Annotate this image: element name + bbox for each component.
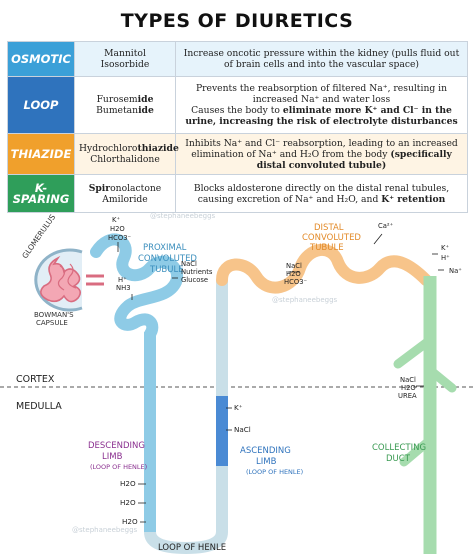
drug-cell: Spironolactone Amiloride: [74, 174, 176, 213]
cd-ion: Na⁺: [449, 267, 462, 275]
drug-cell: Hydrochlorothiazide Chlorthalidone: [74, 133, 179, 175]
effect-cell: Increase oncotic pressure within the kid…: [175, 41, 468, 77]
pct-reabsorption: NaCl: [181, 260, 197, 268]
ascending-title: ASCENDING: [240, 446, 291, 456]
distal-title: TUBULE: [309, 243, 344, 253]
dct-reabsorption: H2O: [286, 270, 301, 278]
calcium-label: Ca²⁺: [378, 222, 394, 230]
drug-cell: Furosemide Bumetanide: [74, 76, 176, 134]
diuretics-table: OSMOTIC Mannitol Isosorbide Increase onc…: [7, 41, 468, 213]
page-title: TYPES OF DIURETICS: [120, 10, 354, 32]
drug-name: Hydrochlorothiazide: [79, 143, 179, 154]
pct-reabsorption: Nutrients: [181, 268, 213, 276]
descending-title: LIMB: [102, 452, 123, 462]
bowman-label: BOWMAN'S: [34, 311, 74, 319]
proximal-tubule: [90, 233, 183, 340]
dct-reabsorption: NaCl: [286, 262, 302, 270]
proximal-title: TUBULE: [149, 265, 184, 275]
watermark: @stephaneebeggs: [272, 296, 338, 304]
drug-name: Isosorbide: [100, 59, 150, 70]
pct-secretion: H2O: [110, 225, 125, 233]
bowmans-capsule: [34, 248, 104, 312]
collecting-title: DUCT: [386, 454, 411, 464]
desc-water: H2O: [122, 517, 138, 526]
table-row: OSMOTIC Mannitol Isosorbide Increase onc…: [7, 41, 468, 77]
table-row: K-SPARING Spironolactone Amiloride Block…: [7, 174, 468, 213]
proximal-title: CONVOLUTED: [138, 254, 197, 264]
cd-ion: K⁺: [441, 244, 449, 252]
pct-secretion: H⁺: [118, 276, 127, 284]
row-label-loop: LOOP: [7, 76, 75, 134]
descending-subtitle: (LOOP OF HENLE): [90, 463, 147, 471]
effect-text: Increase oncotic pressure within the kid…: [183, 48, 460, 70]
drug-name: Mannitol: [104, 48, 146, 59]
collecting-title: COLLECTING: [372, 443, 426, 453]
row-label-k-sparing: K-SPARING: [7, 174, 75, 213]
row-label-osmotic: OSMOTIC: [7, 41, 75, 77]
ascending-title: LIMB: [256, 457, 277, 467]
dct-reabsorption: HCO3⁻: [284, 278, 308, 286]
nephron-diagram: CORTEX MEDULLA GLOMERULUS BOWMAN'S CAPSU…: [0, 212, 474, 555]
cd-reabsorption: NaCl: [400, 376, 416, 384]
drug-cell: Mannitol Isosorbide: [74, 41, 176, 77]
cd-reabsorption: UREA: [398, 392, 417, 400]
medulla-label: MEDULLA: [16, 401, 62, 412]
cortex-label: CORTEX: [16, 374, 55, 385]
pct-secretion: NH3: [116, 284, 131, 292]
descending-limb: [144, 332, 228, 555]
effect-cell: Blocks aldosterone directly on the dista…: [175, 174, 468, 213]
distal-title: DISTAL: [314, 223, 344, 233]
asc-reabsorption: NaCl: [234, 425, 251, 434]
desc-water: H2O: [120, 479, 136, 488]
row-label-thiazide: THIAZIDE: [7, 133, 75, 175]
descending-title: DESCENDING: [88, 441, 145, 451]
effect-text: Prevents the reabsorption of filtered Na…: [195, 83, 448, 105]
cd-reabsorption: H2O: [401, 384, 416, 392]
watermark: @stephaneebeggs: [150, 212, 216, 220]
ascending-subtitle: (LOOP OF HENLE): [246, 468, 303, 476]
drug-name: Furosemide: [96, 94, 154, 105]
table-row: THIAZIDE Hydrochlorothiazide Chlorthalid…: [7, 133, 468, 175]
cd-ion: H⁺: [441, 254, 450, 262]
asc-reabsorption: K⁺: [234, 403, 243, 412]
effect-text: Causes the body to eliminate more K⁺ and…: [185, 105, 458, 127]
effect-text: Inhibits Na⁺ and Cl⁻ reabsorption, leadi…: [185, 137, 458, 171]
pct-secretion: HCO3⁻: [108, 234, 132, 242]
proximal-title: PROXIMAL: [143, 243, 187, 253]
distal-title: CONVOLUTED: [302, 233, 361, 243]
loop-of-henle-label: LOOP OF HENLE: [158, 543, 226, 553]
effect-text: Blocks aldosterone directly on the dista…: [193, 182, 450, 205]
distal-tubule: [216, 243, 432, 294]
drug-name: Chlorthalidone: [90, 154, 160, 165]
drug-name: Bumetanide: [96, 105, 154, 116]
drug-name: Amiloride: [102, 193, 148, 205]
watermark: @stephaneebeggs: [72, 526, 138, 534]
pct-secretion: K⁺: [112, 216, 120, 224]
desc-water: H2O: [120, 498, 136, 507]
drug-name: Spironolactone: [88, 182, 162, 194]
effect-cell: Prevents the reabsorption of filtered Na…: [175, 76, 468, 134]
table-row: LOOP Furosemide Bumetanide Prevents the …: [7, 76, 468, 134]
bowman-label: CAPSULE: [36, 319, 68, 327]
pct-reabsorption: Glucose: [181, 276, 208, 284]
effect-cell: Inhibits Na⁺ and Cl⁻ reabsorption, leadi…: [175, 133, 468, 175]
